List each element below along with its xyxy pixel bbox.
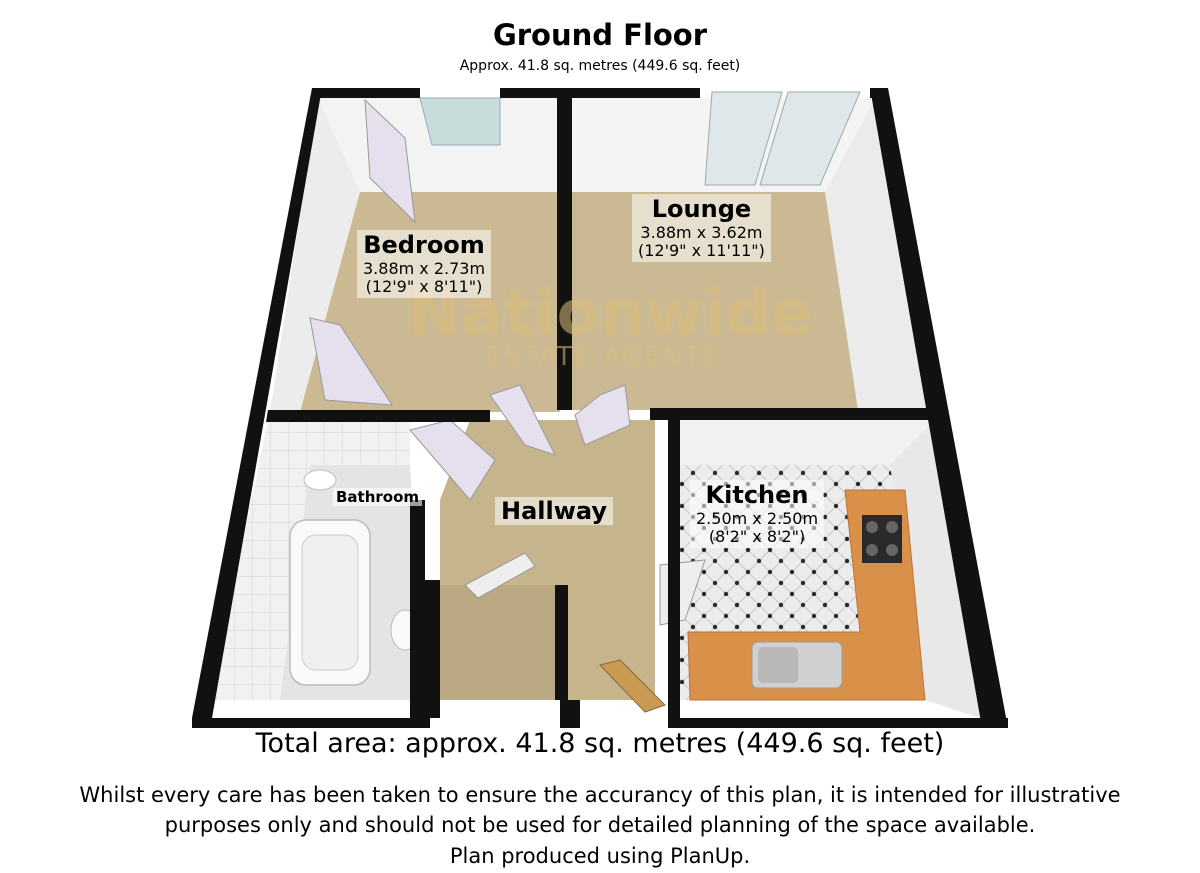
lounge-patio-door [704,91,783,186]
disclaimer-line: purposes only and should not be used for… [164,813,1036,838]
basin-icon [303,469,337,491]
room-metric: 3.88m x 2.73m [363,258,486,278]
disclaimer-line: Whilst every care has been taken to ensu… [79,783,1121,807]
outer-wall-top-mid [500,88,700,98]
room-name: Kitchen [705,481,809,509]
disclaimer: Whilst every care has been taken to ensu… [20,780,1180,871]
wall-bedroom-lounge [557,98,572,410]
kitchen-back-wall [675,420,935,465]
plan-subtitle: Approx. 41.8 sq. metres (449.6 sq. feet) [459,58,741,74]
room-metric: 3.88m x 3.62m [640,222,763,242]
hallway-label: Hallway [495,497,614,525]
walls [192,88,1008,728]
wall-kitchen-hall [668,420,680,728]
bedroom-door [489,384,556,456]
interior-doors [409,384,631,501]
watermark-logo: Nationwide ESTATE AGENTS [408,282,813,373]
cupboard-floor [430,585,560,700]
wall-lounge-kitchen [650,408,935,420]
bathroom-area [210,420,425,700]
wall-cupboard [425,580,440,718]
wall-bedroom-bath [266,410,490,422]
lounge-label: Lounge 3.88m x 3.62m (12'9" x 11'11") [632,194,771,263]
front-door [599,659,666,713]
hallway-floor [440,420,655,700]
lounge-door [574,384,631,446]
room-metric: 2.50m x 2.50m [696,508,819,528]
wardrobe-door [309,317,393,406]
disclaimer-line: Plan produced using PlanUp. [449,843,751,868]
wardrobe-door [364,98,416,224]
room-imperial: (12'9" x 11'11") [638,240,765,260]
bedroom-window [419,97,501,146]
outer-wall-bottom-mid [560,700,580,728]
hallway-area [430,420,666,713]
room-imperial: (8'2" x 8'2") [708,526,806,546]
outer-wall-left [192,88,322,718]
cupboard-door [464,552,536,599]
bathroom-wall-tiles [268,420,410,465]
kitchen-label: Kitchen 2.50m x 2.50m (8'2" x 8'2") [690,480,825,549]
room-name: Bedroom [363,231,485,259]
outer-wall-top-left [312,88,420,98]
outer-wall-bottom-left [192,718,430,728]
outer-wall-right [870,88,1008,728]
plan-title: Ground Floor [492,18,708,52]
bathroom-door [409,419,496,501]
wall-bath-hall [410,500,425,718]
room-imperial: (12'9" x 8'11") [365,276,483,296]
wall-cupboard-right [555,585,568,700]
watermark-tagline: ESTATE AGENTS [485,342,721,372]
bathroom-label: Bathroom [333,488,423,506]
lounge-side-wall [825,98,930,410]
outer-wall-bottom-right [670,718,1008,728]
hob-icon [862,515,902,563]
lounge-patio-door [759,91,861,186]
room-name: Lounge [651,195,752,223]
bedroom-side-wall [270,98,360,412]
bathroom-side-tiles [210,420,310,700]
total-area: Total area: approx. 41.8 sq. metres (449… [255,728,945,759]
bedroom-label: Bedroom 3.88m x 2.73m (12'9" x 8'11") [357,230,492,299]
